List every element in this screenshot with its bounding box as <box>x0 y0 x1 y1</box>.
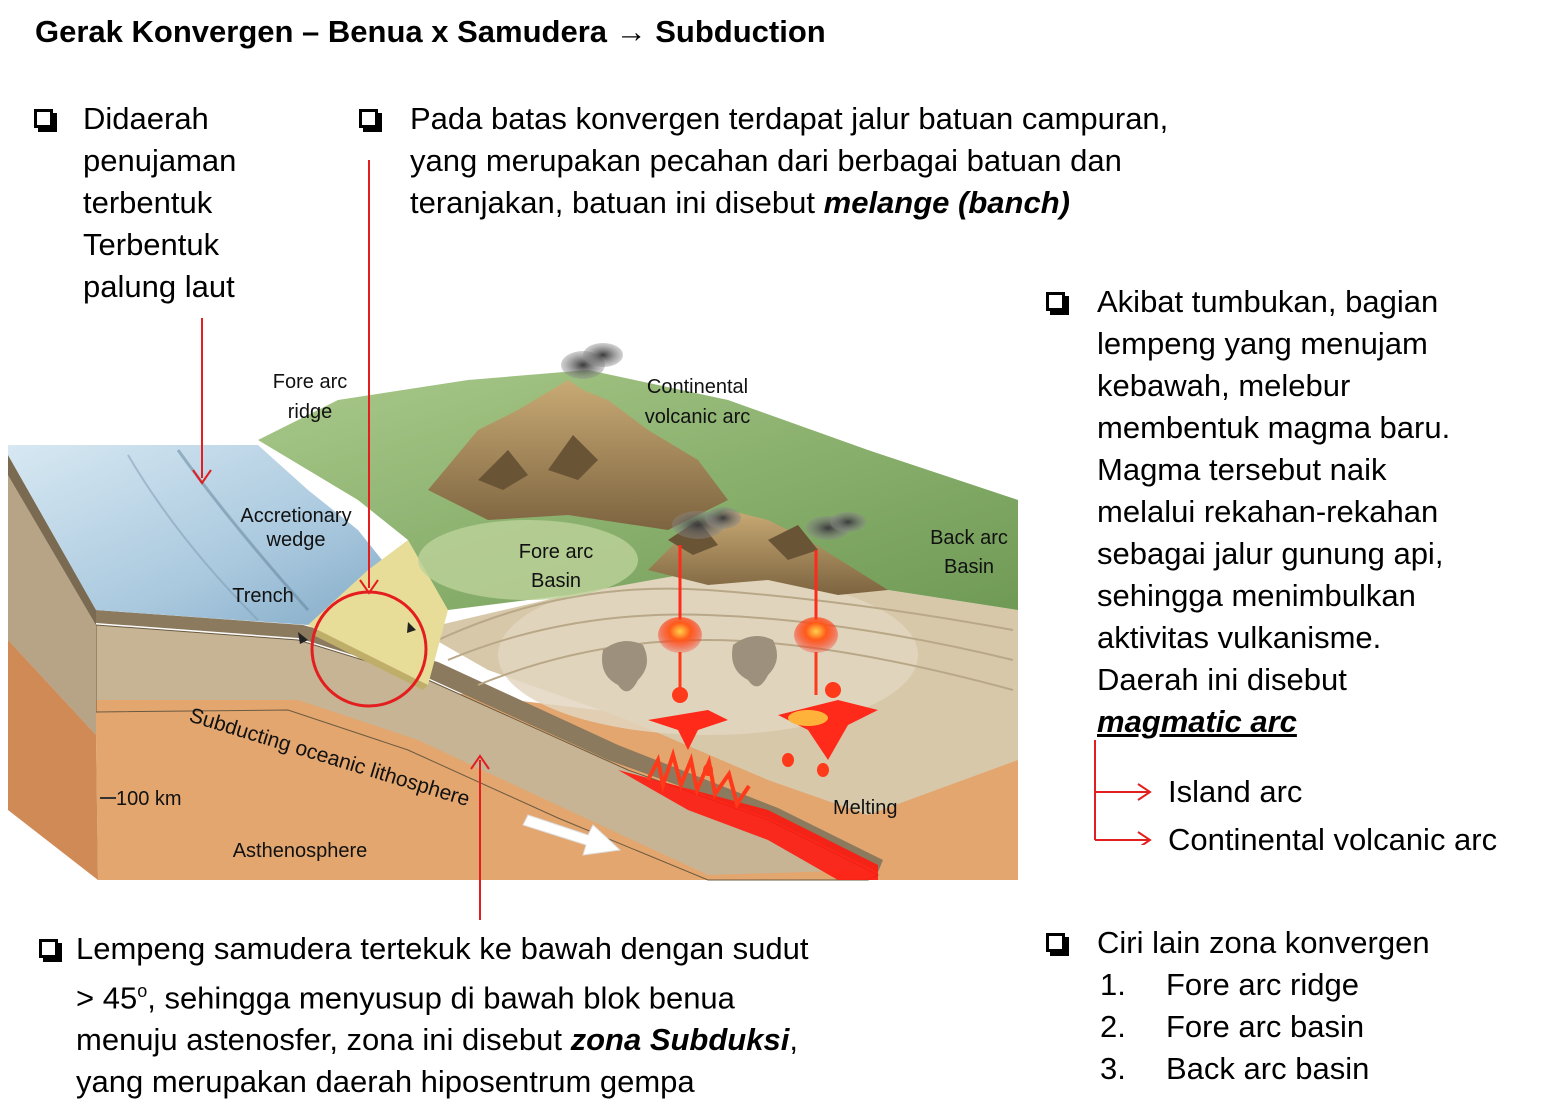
label-melting: Melting <box>833 797 897 819</box>
note-trench: Didaerah penujaman terbentuk Terbentuk p… <box>83 101 237 304</box>
label-accretionary-wedge-2: wedge <box>266 529 326 551</box>
note-magmatic: Akibat tumbukan, bagian lempeng yang men… <box>1097 284 1451 739</box>
note-melange: Pada batas konvergen terdapat jalur batu… <box>410 101 1169 220</box>
term-melange: melange (banch) <box>823 185 1070 220</box>
label-back-arc-basin-1: Back arc <box>930 527 1008 549</box>
bullet-subduction <box>39 939 62 962</box>
plate-motion-arrow <box>522 814 622 856</box>
bullet-melange <box>359 109 382 132</box>
pointer-trench <box>201 318 203 478</box>
subduction-diagram: Accretionary wedge Trench Fore arc Basin… <box>8 343 1018 881</box>
bullet-trench <box>34 109 57 132</box>
pointer-subduction-arrowhead <box>470 754 490 770</box>
list-item: 2.Fore arc basin <box>1100 1009 1365 1044</box>
magmatic-arc-branches <box>1094 740 1152 845</box>
label-continental-volcanic-arc: Continental volcanic arc <box>644 376 751 428</box>
label-fore-arc-basin-1: Fore arc <box>519 541 593 563</box>
magma-chamber-right <box>794 617 838 653</box>
list-item: 1.Fore arc ridge <box>1100 967 1359 1002</box>
label-accretionary-wedge-1: Accretionary <box>240 505 351 527</box>
melting-zone <box>618 770 878 880</box>
page-title: Gerak Konvergen – Benua x Samudera → Sub… <box>35 14 826 49</box>
label-back-arc-basin-2: Basin <box>944 556 994 578</box>
label-fore-arc-basin-2: Basin <box>531 570 581 592</box>
label-trench: Trench <box>232 585 294 607</box>
note-other-heading: Ciri lain zona konvergen <box>1097 925 1430 960</box>
accretionary-wedge <box>308 540 448 685</box>
magma-chamber-left <box>658 617 702 653</box>
pointer-trench-arrowhead <box>192 469 212 485</box>
bullet-magmatic <box>1046 292 1069 315</box>
magmatic-type-continental-arc: Continental volcanic arc <box>1168 822 1498 857</box>
term-magmatic-arc: magmatic arc <box>1097 704 1297 739</box>
pointer-melange-arrowhead <box>359 579 379 595</box>
bullet-other <box>1046 933 1069 956</box>
note-subduction: Lempeng samudera tertekuk ke bawah denga… <box>76 931 809 1100</box>
magmatic-type-island-arc: Island arc <box>1168 774 1303 809</box>
pointer-melange <box>368 160 370 588</box>
term-zona-subduksi: zona Subduksi <box>570 1022 790 1058</box>
oceanic-lithosphere-slab <box>96 625 868 875</box>
ocean-floor <box>8 445 418 630</box>
pointer-subduction <box>479 760 481 920</box>
label-asthenosphere: Asthenosphere <box>233 840 368 862</box>
label-fore-arc-ridge: Fore arc ridge <box>272 371 348 423</box>
label-depth: 100 km <box>116 788 182 810</box>
list-item: 3.Back arc basin <box>1100 1051 1370 1086</box>
